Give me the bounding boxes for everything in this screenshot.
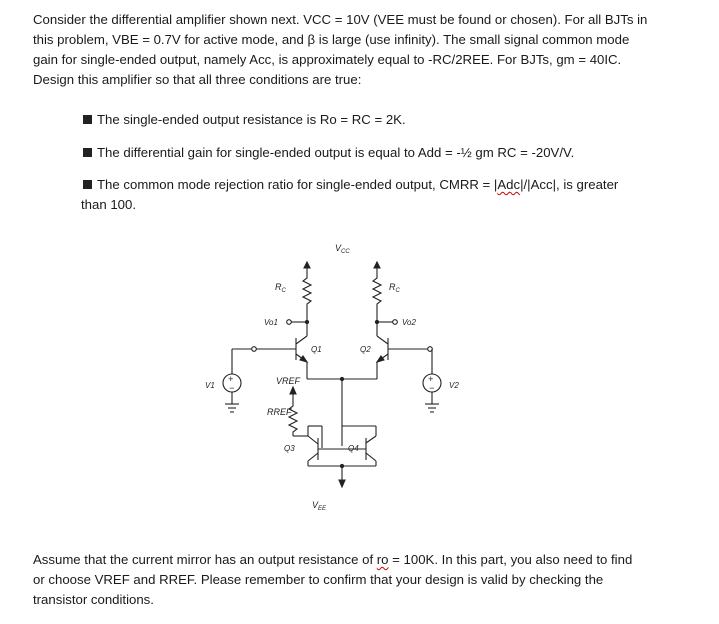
vcc-arrowhead-right	[373, 260, 381, 269]
v2-minus-icon: −	[429, 383, 434, 393]
rc-right-label: RC	[389, 282, 401, 294]
q4-label: Q4	[348, 444, 359, 453]
vcc-label-sub: CC	[341, 249, 350, 255]
condition-text: |/|Acc|, is greater	[520, 177, 619, 192]
q3-collector	[307, 435, 319, 445]
v1-plus-icon: +	[228, 374, 233, 384]
vcc-label: VCC	[335, 243, 350, 255]
outro-line: or choose VREF and RREF. Please remember…	[33, 572, 604, 587]
problem-outro: Assume that the current mirror has an ou…	[33, 550, 693, 610]
rc-right-resistor	[371, 274, 383, 322]
q1-base-terminal	[251, 346, 257, 352]
q2-emitter-arrow	[375, 355, 385, 363]
outro-text: Assume that the current mirror has an ou…	[33, 552, 377, 567]
outro-line: Assume that the current mirror has an ou…	[33, 550, 693, 570]
bullet-square-icon	[83, 148, 92, 157]
vee-label-sub: EE	[318, 506, 327, 512]
vcc-arrowhead-left	[303, 260, 311, 269]
condition-item: The common mode rejection ratio for sing…	[81, 175, 677, 215]
vref-arrowhead	[289, 385, 297, 395]
bullet-square-icon	[83, 180, 92, 189]
rc-left-label: RC	[275, 282, 287, 294]
v1-minus-icon: −	[229, 383, 234, 393]
condition-text: The differential gain for single-ended o…	[97, 145, 575, 160]
ro-text: ro	[376, 552, 389, 567]
rc-left-main: R	[275, 282, 282, 292]
problem-intro: Consider the differential amplifier show…	[33, 10, 693, 90]
vref-label: VREF	[276, 376, 301, 386]
q3-label: Q3	[284, 444, 295, 453]
intro-line: Design this amplifier so that all three …	[33, 72, 362, 87]
condition-item: The differential gain for single-ended o…	[81, 143, 574, 163]
v2-plus-icon: +	[428, 374, 433, 384]
v1-label: V1	[205, 381, 215, 390]
vee-arrowhead	[338, 479, 346, 489]
rc-right-sub: C	[396, 288, 401, 294]
condition-text: than 100.	[81, 197, 136, 212]
rc-left-resistor	[301, 274, 313, 322]
q2-label: Q2	[360, 345, 371, 354]
outro-line: transistor conditions.	[33, 592, 154, 607]
adc-text: Adc	[497, 177, 521, 192]
q1-label: Q1	[311, 345, 322, 354]
condition-item: The single-ended output resistance is Ro…	[81, 110, 406, 130]
vee-label: VEE	[312, 500, 327, 512]
condition-text: The common mode rejection ratio for sing…	[97, 177, 498, 192]
intro-line: this problem, VBE = 0.7V for active mode…	[33, 32, 630, 47]
outro-text: = 100K. In this part, you also need to f…	[388, 552, 633, 567]
q1-collector	[295, 335, 308, 345]
q2-collector	[376, 335, 389, 345]
vcc-label-main: V	[335, 243, 342, 253]
vo1-terminal	[286, 319, 292, 325]
vo1-label: Vo1	[264, 318, 278, 327]
rc-left-sub: C	[282, 288, 287, 294]
rc-right-main: R	[389, 282, 396, 292]
q4-collector	[365, 435, 377, 444]
condition-text: The single-ended output resistance is Ro…	[97, 112, 406, 127]
vo2-label: Vo2	[402, 318, 416, 327]
rref-label: RREF	[267, 407, 292, 417]
vo2-terminal	[392, 319, 398, 325]
intro-line: Consider the differential amplifier show…	[33, 12, 648, 27]
q4-emitter	[365, 452, 377, 462]
q1-emitter-arrow	[299, 355, 309, 363]
bullet-square-icon	[83, 115, 92, 124]
rref-resistor	[287, 402, 299, 436]
intro-line: gain for single-ended output, namely Acc…	[33, 52, 622, 67]
v2-label: V2	[449, 381, 459, 390]
differential-amplifier-circuit: + − + − VCC RC RC Vo1 Vo2 Q1 Q2 V1 V2 VR…	[205, 243, 459, 512]
vee-label-main: V	[312, 500, 319, 510]
q3-emitter	[307, 452, 319, 462]
